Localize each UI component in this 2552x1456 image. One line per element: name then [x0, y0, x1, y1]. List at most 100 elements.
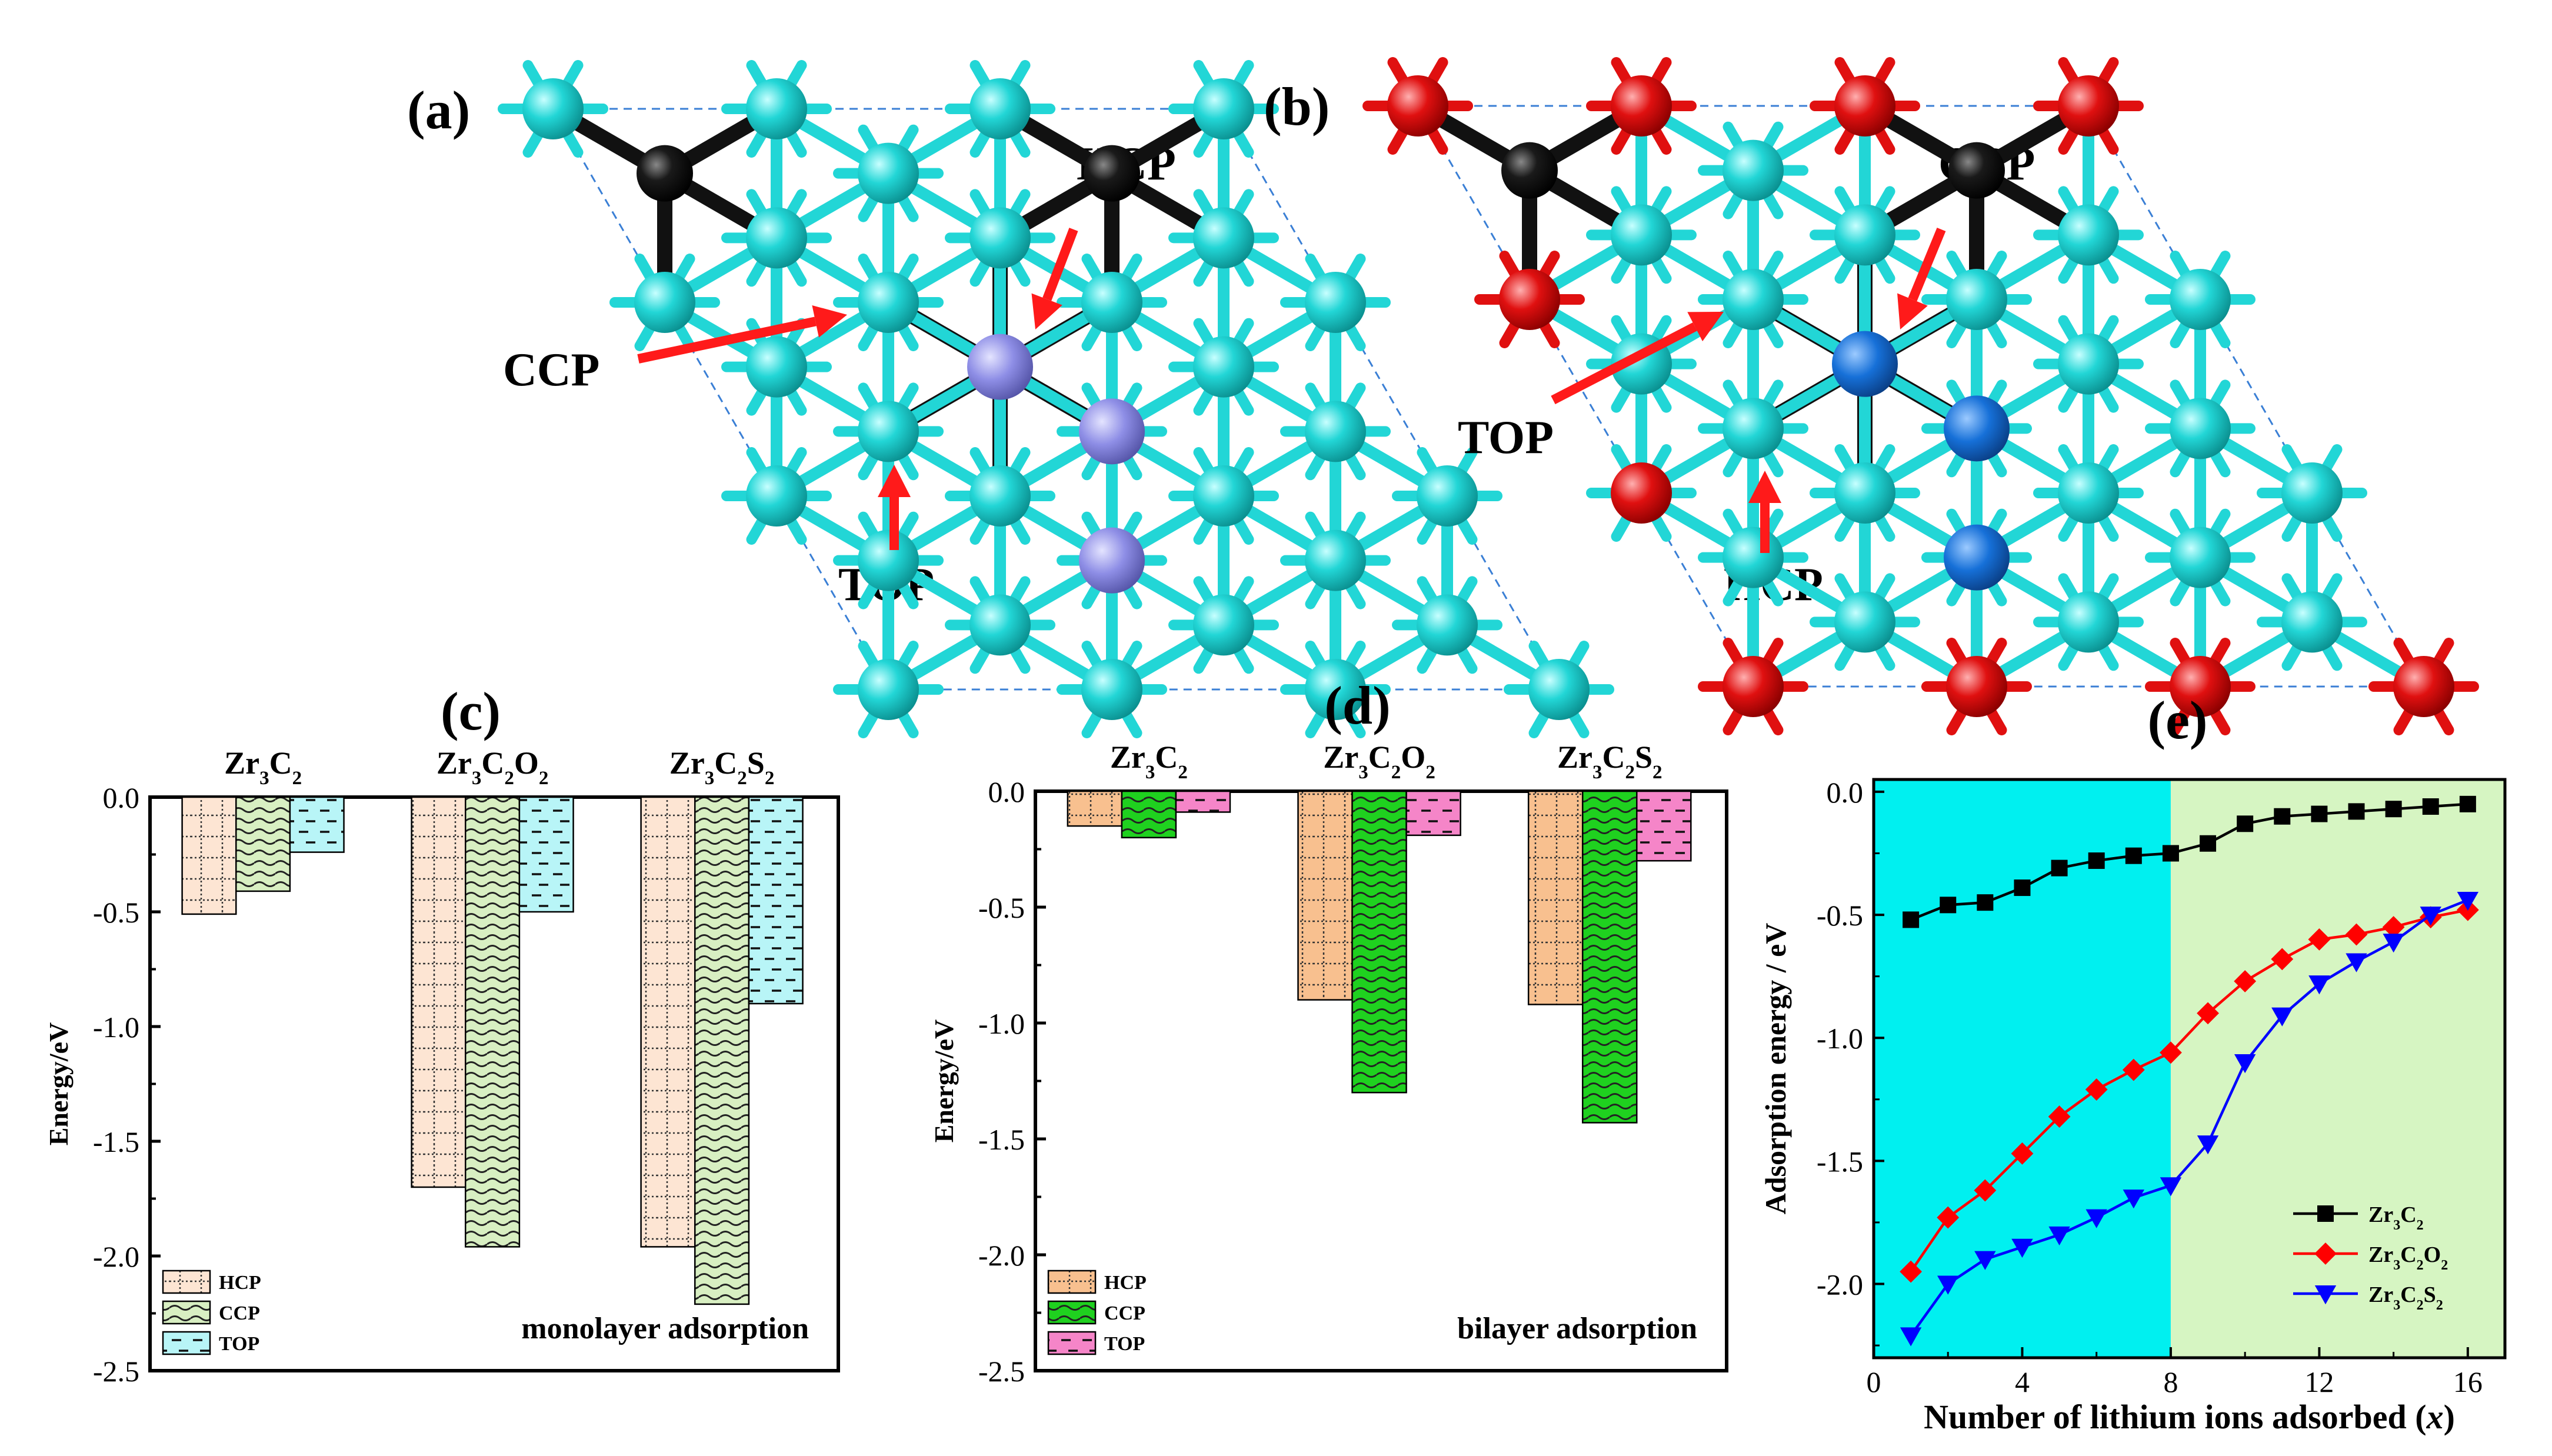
c-bar-ccp-2 — [694, 796, 750, 1305]
e-point-2-13 — [2383, 934, 2404, 953]
zirconium-atom — [1193, 465, 1254, 527]
zirconium-atom — [858, 529, 919, 591]
lithium-site-atom — [967, 334, 1033, 400]
d-bar-ccp-1 — [1351, 790, 1407, 1094]
zirconium-atom — [1834, 462, 1895, 524]
e-xtick-label: 4 — [2015, 1365, 2030, 1398]
zirconium-atom — [970, 594, 1031, 656]
zirconium-atom — [858, 272, 919, 333]
d-bar-hcp-2 — [1527, 790, 1584, 1005]
zirconium-atom — [858, 401, 919, 462]
d-legend-swatch-2 — [1047, 1331, 1097, 1355]
d-bar-top-0 — [1175, 790, 1231, 813]
carbon-atom — [637, 145, 693, 202]
zirconium-atom — [522, 78, 584, 139]
c-bar-top-2 — [748, 796, 804, 1005]
hcp-arrow-shaft — [1042, 228, 1078, 301]
atoms — [1387, 75, 2454, 717]
zirconium-atom — [746, 207, 807, 269]
zirconium-atom — [1723, 398, 1784, 459]
d-legend-label-2: TOP — [1104, 1333, 1145, 1355]
e-point-1-9 — [2234, 970, 2257, 992]
carbon-atom — [1084, 145, 1140, 202]
c-ytick-label: -0.5 — [93, 896, 139, 929]
panel-b-structure: (b) CCP TOP HCP — [1264, 57, 2479, 735]
e-series-line-1 — [1910, 908, 2468, 1272]
oxygen-atom — [1946, 656, 2007, 717]
zirconium-atom — [1834, 204, 1895, 266]
zirconium-atom — [1834, 591, 1895, 653]
lithium-site-atom — [1079, 398, 1145, 465]
e-point-0-15 — [2459, 795, 2476, 812]
zirconium-atom — [1305, 272, 1366, 333]
zirconium-atom — [2058, 204, 2119, 266]
c-ytick-label: -2.0 — [93, 1240, 139, 1273]
oxygen-atom — [1611, 462, 1672, 524]
c-legend-swatch-0 — [162, 1270, 211, 1294]
carbon-atom — [1948, 142, 2005, 199]
zirconium-atom — [1081, 272, 1142, 333]
e-legend-marker-1 — [2314, 1242, 2337, 1265]
c-bar-hcp-1 — [411, 796, 467, 1188]
d-category-label-2: Zr3C2S2 — [1557, 739, 1663, 783]
e-point-2-1 — [1937, 1275, 1959, 1295]
oxygen-atom — [1723, 656, 1784, 717]
zirconium-atom — [2281, 462, 2343, 524]
e-point-0-7 — [2162, 845, 2179, 862]
zirconium-atom — [2058, 591, 2119, 653]
d-bar-hcp-1 — [1297, 790, 1353, 1001]
e-point-2-11 — [2308, 975, 2330, 995]
zirconium-atom — [1946, 269, 2007, 330]
d-ytick-label: -2.0 — [978, 1239, 1025, 1272]
e-point-2-15 — [2457, 891, 2479, 911]
oxygen-atom — [1611, 75, 1672, 136]
zirconium-atom — [1528, 659, 1590, 720]
lithium-site-atom — [1944, 395, 2010, 462]
zirconium-atom — [2281, 591, 2343, 653]
lithium-site-atom — [1832, 331, 1898, 397]
c-legend-swatch-2 — [162, 1331, 211, 1355]
c-ytick-label: -1.5 — [93, 1125, 139, 1158]
d-legend-label-1: CCP — [1104, 1302, 1145, 1324]
e-series-line-2 — [1910, 898, 2468, 1337]
atoms — [522, 78, 1590, 720]
e-legend-label-1: Zr3C2O2 — [2368, 1242, 2448, 1273]
d-ytick-label: -1.5 — [978, 1123, 1025, 1156]
e-point-0-2 — [1977, 894, 1994, 911]
e-legend-marker-0 — [2317, 1205, 2334, 1222]
e-point-2-10 — [2271, 1007, 2293, 1027]
e-plot-frame — [1872, 778, 2507, 1360]
zirconium-atom — [970, 78, 1031, 139]
lithium-site-atom — [1944, 524, 2010, 591]
e-xtick-label: 8 — [2163, 1365, 2178, 1398]
site-arrows — [637, 228, 1078, 550]
panel-b-label: (b) — [1264, 76, 1330, 136]
e-xtick-label: 0 — [1867, 1365, 1881, 1398]
e-point-2-0 — [1900, 1327, 1922, 1347]
d-ytick-label: -0.5 — [978, 891, 1025, 924]
zirconium-atom — [2170, 527, 2231, 588]
zirconium-atom — [1305, 529, 1366, 591]
e-point-1-3 — [2011, 1142, 2034, 1165]
e-panel-label: (e) — [2147, 690, 2207, 750]
c-category-label-1: Zr3C2O2 — [437, 745, 549, 789]
ccp-arrow-shaft — [637, 316, 817, 364]
zirconium-atom — [858, 142, 919, 204]
e-ylabel: Adsorption energy / eV — [1759, 923, 1792, 1215]
top-arrow-head — [878, 465, 911, 497]
zirconium-atom — [746, 78, 807, 139]
c-ytick-label: -2.5 — [93, 1355, 139, 1388]
e-ytick-label: -1.5 — [1817, 1145, 1863, 1178]
e-point-1-4 — [2048, 1105, 2071, 1128]
oxygen-atom — [1834, 75, 1895, 136]
zirconium-atom — [1081, 659, 1142, 720]
zirconium-atom — [1305, 659, 1366, 720]
e-series-2 — [1900, 891, 2479, 1347]
d-ytick-label: -1.0 — [978, 1007, 1025, 1040]
e-region-1 — [2170, 779, 2505, 1358]
d-bar-ccp-0 — [1121, 790, 1177, 839]
c-legend-label-2: TOP — [219, 1333, 259, 1355]
e-point-2-7 — [2160, 1177, 2182, 1197]
